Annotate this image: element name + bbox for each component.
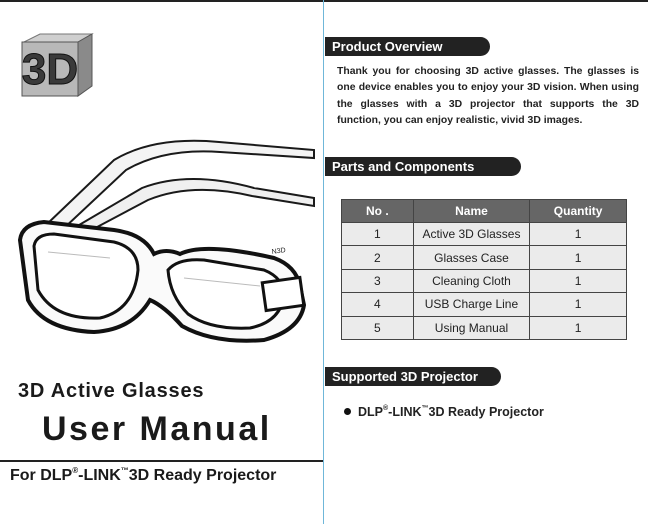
section-heading-supported: Supported 3D Projector <box>325 367 501 386</box>
parts-table: No . Name Quantity 1 Active 3D Glasses 1… <box>341 199 627 340</box>
table-row: 3 Cleaning Cloth 1 <box>341 268 627 294</box>
logo-text: 3D <box>22 45 78 94</box>
section-heading-overview: Product Overview <box>325 37 490 56</box>
cell-qty: 1 <box>529 245 627 270</box>
table-row: 4 USB Charge Line 1 <box>341 292 627 317</box>
cell-qty: 1 <box>529 315 627 340</box>
cell-name: Cleaning Cloth <box>412 268 531 294</box>
manual-title: User Manual <box>42 410 272 448</box>
column-header-no: No . <box>341 199 414 223</box>
cell-qty: 1 <box>529 292 627 317</box>
cell-no: 4 <box>341 292 414 317</box>
top-rule <box>0 0 648 2</box>
manual-subtitle: 3D Active Glasses <box>18 380 205 402</box>
page-divider <box>323 0 324 524</box>
overview-paragraph: Thank you for choosing 3D active glasses… <box>337 66 639 126</box>
cell-no: 2 <box>341 245 414 270</box>
3d-logo-icon: 3D <box>21 33 94 97</box>
supported-projector-item: DLP®-LINK™3D Ready Projector <box>344 405 544 419</box>
column-header-name: Name <box>412 199 531 223</box>
table-row: 1 Active 3D Glasses 1 <box>341 221 627 247</box>
cell-name: USB Charge Line <box>412 292 531 317</box>
footer-rule <box>0 460 323 462</box>
glasses-illustration: N3D <box>17 139 315 343</box>
table-header-row: No . Name Quantity <box>341 199 627 223</box>
footer-tagline: For DLP®-LINK™3D Ready Projector <box>10 466 277 484</box>
glasses-brand-label: N3D <box>271 247 286 256</box>
cell-qty: 1 <box>529 268 627 294</box>
table-row: 2 Glasses Case 1 <box>341 245 627 270</box>
cell-name: Glasses Case <box>412 245 531 270</box>
cell-no: 1 <box>341 221 414 247</box>
cell-no: 3 <box>341 268 414 294</box>
cell-qty: 1 <box>529 221 627 247</box>
column-header-quantity: Quantity <box>529 199 627 223</box>
section-heading-parts: Parts and Components <box>325 157 521 176</box>
table-row: 5 Using Manual 1 <box>341 315 627 340</box>
cell-no: 5 <box>341 315 414 340</box>
cell-name: Active 3D Glasses <box>412 221 531 247</box>
cell-name: Using Manual <box>412 315 531 340</box>
bullet-dot-icon <box>344 408 351 415</box>
